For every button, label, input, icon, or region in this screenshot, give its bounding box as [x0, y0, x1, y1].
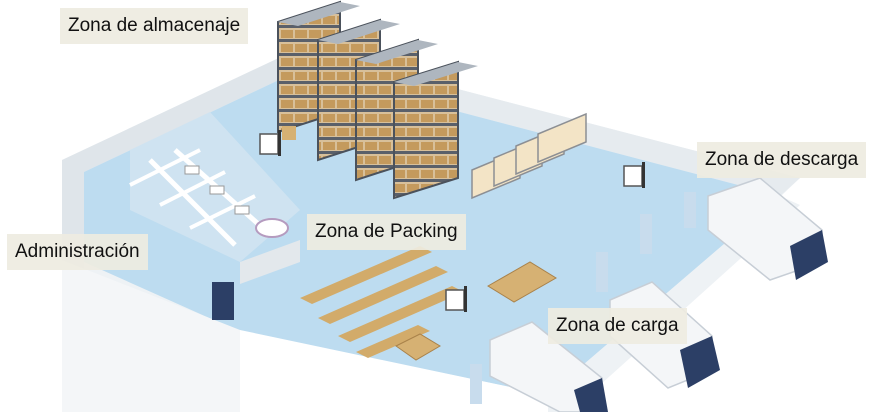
forklift-icon: [259, 130, 645, 312]
label-zona-descarga: Zona de descarga: [697, 142, 867, 178]
low-shelving: [471, 112, 587, 200]
entrance-door: [212, 282, 234, 320]
label-zona-carga: Zona de carga: [548, 308, 687, 344]
label-zona-almacenaje: Zona de almacenaje: [60, 8, 249, 44]
admin-offices: [129, 112, 300, 262]
box-stack-icon: [282, 126, 557, 361]
label-administracion: Administración: [7, 234, 148, 270]
label-zona-packing: Zona de Packing: [307, 214, 466, 250]
packing-tables: [300, 246, 464, 358]
desk-icon: [255, 218, 289, 238]
shelving-rack-icon: [277, 0, 478, 200]
